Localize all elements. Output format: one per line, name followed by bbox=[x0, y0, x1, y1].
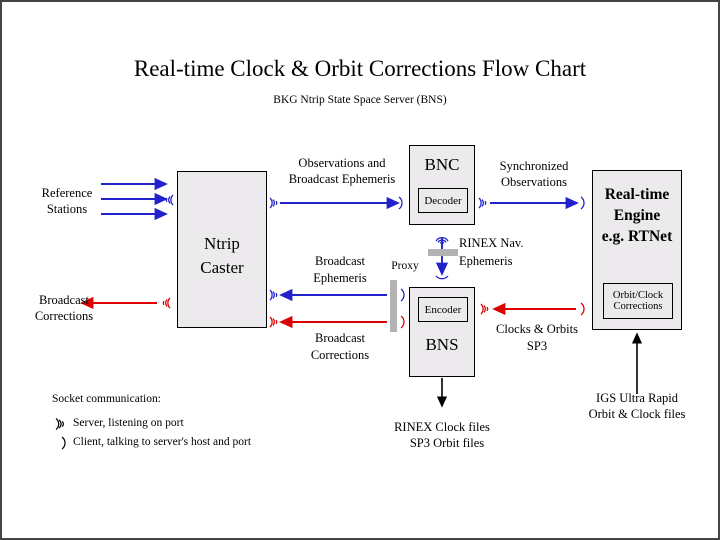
bns-encoder-label: Encoder bbox=[424, 303, 462, 316]
proxy-bar-horizontal bbox=[428, 249, 458, 256]
label-reference-stations-line1: Reference bbox=[41, 186, 93, 200]
label-broadcast-corrections-out-line2: Corrections bbox=[34, 309, 94, 323]
ntrip-caster-label-line1: Ntrip bbox=[204, 234, 240, 253]
bns-label: BNS bbox=[425, 335, 459, 354]
socket-server-icon bbox=[55, 418, 64, 430]
proxy-bar-vertical bbox=[390, 280, 397, 332]
label-clocks-orbits-line2: SP3 bbox=[526, 339, 548, 353]
socket-server-icon bbox=[165, 194, 174, 206]
label-synchronized-line2: Observations bbox=[501, 175, 567, 189]
bns-encoder-inner-box[interactable]: Encoder bbox=[418, 297, 468, 322]
socket-server-icon bbox=[269, 197, 278, 209]
rt-engine-label-line2: Engine bbox=[613, 207, 661, 224]
socket-server-icon bbox=[269, 316, 278, 328]
label-rinex-files-line2: SP3 Orbit files bbox=[409, 436, 485, 450]
label-reference-stations-line2: Stations bbox=[46, 202, 88, 216]
label-rinex-nav-line1: RINEX Nav. bbox=[459, 236, 524, 250]
label-broadcast-corrections-line2: Corrections bbox=[310, 348, 370, 362]
legend-server-text: Server, listening on port bbox=[73, 417, 184, 429]
box-rt-engine[interactable]: Real-time Engine e.g. RTNet Orbit/Clock … bbox=[592, 170, 682, 330]
box-ntrip-caster[interactable]: Ntrip Caster bbox=[177, 171, 267, 328]
rt-engine-inner-label-line2: Corrections bbox=[613, 301, 663, 312]
socket-server-icon bbox=[269, 289, 278, 301]
socket-server-icon bbox=[162, 297, 171, 309]
label-broadcast-corrections-out-line1: Broadcast bbox=[39, 293, 89, 307]
box-bns[interactable]: Encoder BNS bbox=[409, 287, 475, 377]
rt-engine-label-line1: Real-time bbox=[604, 186, 670, 203]
socket-client-icon bbox=[580, 302, 585, 316]
socket-client-icon bbox=[400, 315, 405, 329]
page-subtitle: BKG Ntrip State Space Server (BNS) bbox=[273, 94, 447, 106]
label-observations-line1: Observations and bbox=[298, 156, 386, 170]
box-bnc[interactable]: BNC Decoder bbox=[409, 145, 475, 225]
label-broadcast-corrections-line1: Broadcast bbox=[315, 331, 365, 345]
label-synchronized-line1: Synchronized bbox=[499, 159, 569, 173]
label-broadcast-ephemeris-line2: Ephemeris bbox=[313, 271, 367, 285]
legend-heading: Socket communication: bbox=[52, 393, 161, 405]
label-igs-line2: Orbit & Clock files bbox=[588, 407, 686, 421]
rt-engine-orbit-clock-inner-box[interactable]: Orbit/Clock Corrections bbox=[603, 283, 673, 319]
socket-client-icon bbox=[61, 436, 66, 450]
socket-server-icon bbox=[480, 303, 489, 315]
label-proxy: Proxy bbox=[391, 260, 419, 272]
socket-client-icon bbox=[580, 196, 585, 210]
legend-client-text: Client, talking to server's host and por… bbox=[73, 436, 252, 448]
page-title: Real-time Clock & Orbit Corrections Flow… bbox=[133, 56, 587, 81]
rt-engine-label-line3: e.g. RTNet bbox=[601, 228, 673, 245]
bnc-decoder-inner-box[interactable]: Decoder bbox=[418, 188, 468, 213]
label-broadcast-ephemeris-line1: Broadcast bbox=[315, 254, 365, 268]
bnc-decoder-label: Decoder bbox=[424, 194, 462, 207]
socket-server-icon bbox=[478, 197, 487, 209]
socket-client-icon bbox=[435, 275, 449, 280]
rt-engine-inner-label-line1: Orbit/Clock bbox=[612, 290, 664, 301]
label-igs-line1: IGS Ultra Rapid bbox=[596, 391, 678, 405]
socket-client-icon bbox=[400, 288, 405, 302]
label-clocks-orbits-line1: Clocks & Orbits bbox=[496, 322, 578, 336]
socket-server-icon bbox=[435, 237, 449, 244]
bnc-label: BNC bbox=[424, 155, 460, 174]
label-rinex-files-line1: RINEX Clock files bbox=[394, 420, 490, 434]
label-rinex-nav-line2: Ephemeris bbox=[459, 254, 513, 268]
label-observations-line2: Broadcast Ephemeris bbox=[288, 172, 396, 186]
ntrip-caster-label-line2: Caster bbox=[200, 258, 244, 277]
socket-client-icon bbox=[398, 196, 403, 210]
